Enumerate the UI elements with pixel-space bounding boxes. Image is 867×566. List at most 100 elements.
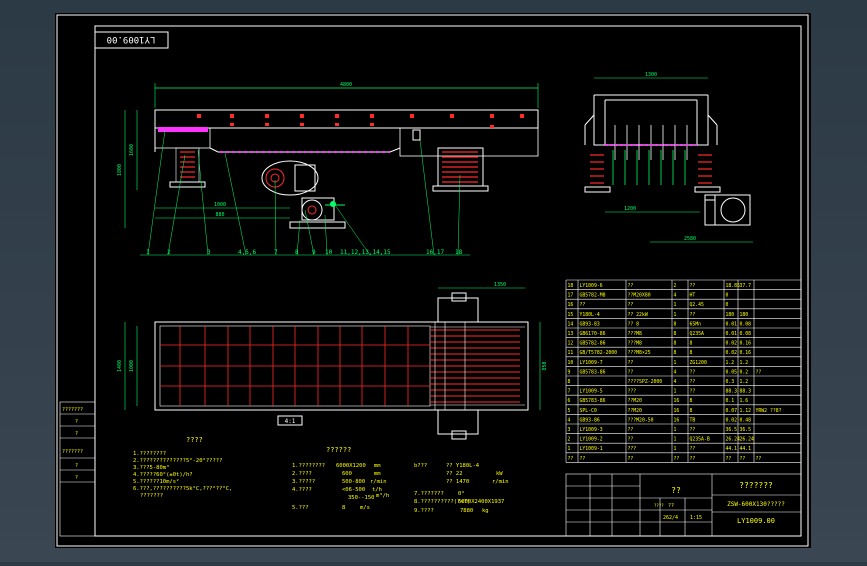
- plan-dim-end: 850: [542, 361, 548, 370]
- specs-heading: ??????: [326, 446, 351, 454]
- parts-cell: LY1009-7: [580, 360, 603, 366]
- parts-cell: 0.2: [740, 369, 749, 375]
- parts-cell: GB5782-M8: [580, 293, 606, 299]
- parts-cell: ???M8: [628, 331, 643, 337]
- parts-cell: 8: [690, 350, 693, 356]
- parts-cell: ???M8×25: [628, 350, 651, 356]
- parts-cell: 0: [726, 293, 729, 299]
- side-dim-bottom: 2580: [684, 236, 696, 242]
- svg-text:?? 22: ?? 22: [446, 471, 463, 477]
- callout-16-17: 16,17: [426, 249, 444, 256]
- parts-cell: 4: [674, 379, 677, 385]
- callout-18: 18: [455, 249, 463, 256]
- parts-cell: 1.2: [740, 379, 749, 385]
- callout-11-15: 11,12,13,14,15: [340, 249, 391, 256]
- parts-cell: 65Mn: [690, 321, 702, 327]
- parts-cell: 11: [568, 350, 574, 356]
- svg-text:0°: 0°: [458, 491, 465, 497]
- parts-cell: ??: [690, 379, 696, 385]
- parts-cell: Q2.45: [690, 302, 705, 308]
- rev-4: ???????: [62, 449, 83, 455]
- front-dim-height: 1800: [117, 164, 123, 176]
- parts-cell: 44.1: [726, 446, 738, 452]
- svg-text:1.????????: 1.????????: [292, 463, 325, 469]
- parts-cell: 1: [568, 446, 571, 452]
- svg-text:262/4: 262/4: [663, 515, 678, 521]
- front-dim-sub2: 880: [215, 212, 224, 218]
- parts-cell: 0.07: [726, 408, 738, 414]
- parts-header-cell: ??: [674, 456, 680, 462]
- side-dim-top: 1300: [645, 72, 657, 78]
- parts-cell: 7: [568, 389, 571, 395]
- callout-3: 3: [207, 249, 211, 256]
- svg-text:b???: b???: [414, 463, 427, 469]
- parts-cell: ???M8: [628, 341, 643, 347]
- parts-cell: 16: [674, 398, 680, 404]
- notes-heading: ????: [186, 436, 203, 444]
- parts-cell: HT: [690, 293, 696, 299]
- parts-cell: 26.24: [726, 437, 741, 443]
- svg-text:r/min: r/min: [492, 479, 509, 485]
- parts-cell: 16: [568, 302, 574, 308]
- title-mid: ??: [671, 486, 681, 495]
- callout-1: 1: [146, 249, 150, 256]
- parts-cell: GB93-86: [580, 417, 600, 423]
- title-tag: LY1009.00: [94, 31, 169, 49]
- parts-cell: 8: [690, 408, 693, 414]
- svg-text:<06-500: <06-500: [342, 487, 365, 493]
- parts-cell: ??: [628, 302, 634, 308]
- svg-text:6000X2400X1937: 6000X2400X1937: [458, 499, 504, 505]
- title-tag-text: LY1009.00: [107, 34, 156, 44]
- parts-cell: 5: [568, 408, 571, 414]
- parts-cell: ??: [580, 302, 586, 308]
- parts-cell: ????SPZ-2000: [628, 379, 663, 385]
- parts-cell: 0: [726, 302, 729, 308]
- svg-text:kW: kW: [496, 471, 503, 477]
- callout-10: 10: [325, 249, 333, 256]
- parts-cell: 44.1: [740, 446, 752, 452]
- revision-block: [59, 401, 96, 537]
- parts-cell: 12: [568, 341, 574, 347]
- parts-cell: ??: [628, 369, 634, 375]
- parts-cell: ???: [628, 446, 637, 452]
- parts-header-cell: ??: [756, 456, 762, 462]
- parts-cell: 0.02: [726, 341, 738, 347]
- parts-cell: 36.5: [740, 427, 752, 433]
- parts-cell: 14: [568, 321, 574, 327]
- parts-cell: 180: [726, 312, 735, 318]
- parts-cell: 18: [568, 283, 574, 289]
- parts-cell: ??M20: [628, 398, 643, 404]
- parts-cell: 88.3: [726, 389, 738, 395]
- parts-cell: 1.2: [740, 360, 749, 366]
- parts-cell: 8: [674, 331, 677, 337]
- parts-cell: 0.16: [740, 341, 752, 347]
- svg-text:????: ????: [654, 503, 664, 508]
- parts-cell: 4: [674, 369, 677, 375]
- svg-text:mm: mm: [374, 471, 381, 477]
- rev-5: ?: [75, 463, 78, 469]
- front-dim-sub1: 1000: [214, 202, 226, 208]
- parts-cell: GB5783-86: [580, 369, 606, 375]
- parts-header-cell: ??: [726, 456, 732, 462]
- outer-frame: [56, 14, 809, 547]
- plan-dim-width: 1400: [117, 360, 123, 372]
- rev-1: ???????: [62, 407, 83, 413]
- parts-header-cell: ??: [568, 456, 574, 462]
- parts-header-cell: ??: [580, 456, 586, 462]
- parts-cell: 0.16: [740, 350, 752, 356]
- parts-cell: 0.08: [740, 321, 752, 327]
- parts-cell: GB5783-86: [580, 398, 606, 404]
- parts-cell: LY1009-1: [580, 446, 603, 452]
- parts-cell: GB5782-86: [580, 341, 606, 347]
- svg-text:9.????: 9.????: [414, 508, 434, 514]
- title-block: [565, 473, 802, 537]
- svg-text:8.??????????(?×?): 8.??????????(?×?): [414, 499, 470, 505]
- note-6: 6.???,??????????5k°C,???°??°C,: [133, 486, 232, 492]
- parts-cell: 1: [674, 360, 677, 366]
- callout-7: 7: [274, 249, 278, 256]
- parts-cell: 26.24: [740, 437, 755, 443]
- parts-cell: ?? 8: [628, 321, 640, 327]
